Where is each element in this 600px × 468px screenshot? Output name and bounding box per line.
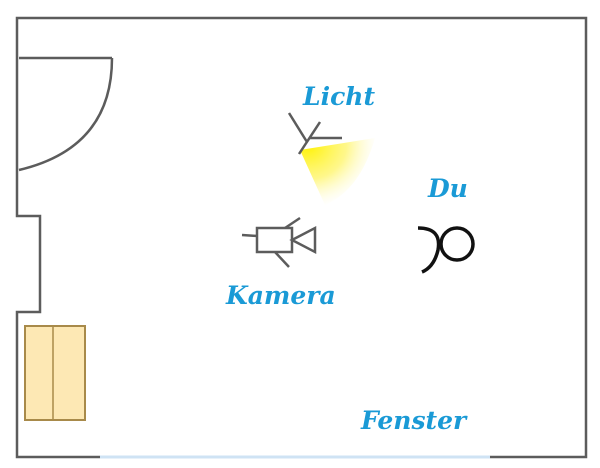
wall-outline: [15, 16, 588, 459]
window-label: Fenster: [361, 406, 467, 435]
person-icon: [417, 226, 475, 274]
light-beam: [300, 138, 375, 205]
video-camera-icon: [241, 216, 317, 268]
room-walls: [15, 16, 588, 459]
cabinet-icon: [24, 325, 86, 421]
camera-label: Kamera: [226, 281, 336, 310]
light-icon: [287, 112, 375, 205]
door-swing-icon: [18, 56, 114, 172]
light-label: Licht: [303, 82, 376, 111]
you-label: Du: [428, 174, 468, 203]
